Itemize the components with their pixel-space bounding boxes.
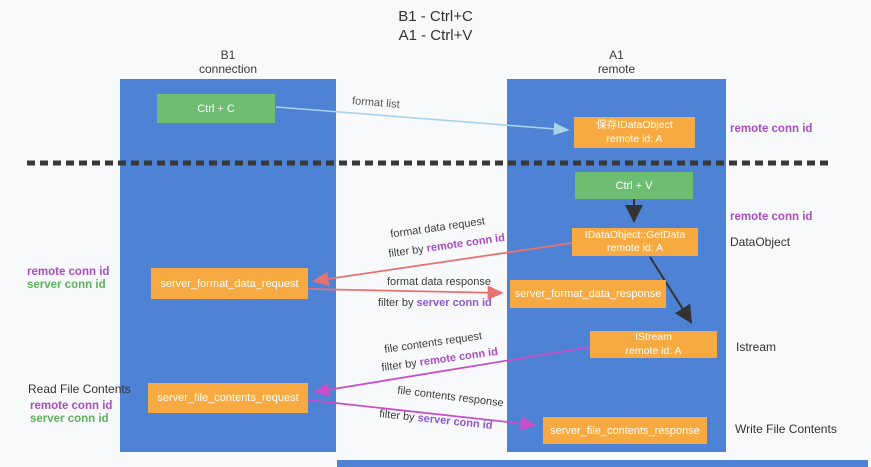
getdata-box: IDataObject::GetData remote id: A [572, 228, 698, 256]
remote-conn-id-left-top: remote conn id [27, 266, 110, 278]
file-contents-response-filter-label: filter by server conn id [379, 408, 493, 432]
left-column-role: connection [198, 62, 258, 76]
right-column-role: remote [597, 62, 636, 76]
left-column-header: B1 connection [120, 48, 336, 76]
ctrl-c-box: Ctrl + C [157, 94, 275, 123]
server-conn-id-left-top: server conn id [27, 279, 106, 291]
filter-by-text: filter by [380, 357, 418, 375]
remote-conn-id-left-bottom: remote conn id [30, 400, 113, 412]
format-data-response-arrow [307, 285, 504, 300]
filter-by-text: filter by [378, 297, 414, 309]
server-conn-id-text: server conn id [417, 412, 494, 432]
server-file-contents-request-box: server_file_contents_request [148, 383, 308, 413]
read-file-contents-label: Read File Contents [28, 382, 131, 396]
ctrl-c-label: Ctrl + C [197, 102, 235, 115]
dataobject-label: DataObject [730, 235, 791, 249]
istream-side-label: Istream [736, 340, 777, 354]
left-column-name: B1 [220, 48, 236, 62]
remote-conn-id-text: remote conn id [425, 231, 506, 255]
write-file-contents-label: Write File Contents [735, 422, 837, 436]
server-conn-id-left-bottom: server conn id [30, 413, 109, 425]
remote-conn-id-right-top: remote conn id [730, 123, 813, 135]
getdata-line1: IDataObject::GetData [584, 228, 686, 241]
diagram-title: B1 - Ctrl+C A1 - Ctrl+V [0, 7, 871, 45]
filter-by-text: filter by [387, 243, 425, 261]
server-format-data-request-box: server_format_data_request [151, 268, 308, 299]
server-format-data-response-label: server_format_data_response [514, 288, 662, 300]
filter-by-text: filter by [378, 408, 416, 424]
save-dataobject-line2: remote id: A [606, 132, 663, 145]
istream-line2: remote id: A [625, 344, 682, 357]
server-format-data-request-label: server_format_data_request [160, 277, 299, 290]
right-column-name: A1 [609, 48, 624, 62]
server-file-contents-request-label: server_file_contents_request [157, 392, 299, 404]
format-data-response-filter-label: filter by server conn id [378, 297, 492, 309]
istream-line1: IStream [635, 331, 672, 344]
save-dataobject-line1: 保存IDataObject [596, 119, 673, 132]
save-dataobject-box: 保存IDataObject remote id: A [574, 117, 695, 148]
remote-conn-id-right-mid: remote conn id [730, 211, 813, 223]
ctrl-v-label: Ctrl + V [615, 179, 653, 192]
getdata-line2: remote id: A [606, 242, 664, 254]
server-file-contents-response-label: server_file_contents_response [550, 424, 700, 437]
file-contents-response-label: file contents response [396, 384, 505, 410]
title-line-1: B1 - Ctrl+C [398, 8, 473, 25]
server-conn-id-text: server conn id [416, 297, 492, 309]
format-list-label: format list [351, 95, 401, 111]
right-column-header: A1 remote [507, 48, 726, 76]
title-line-2: A1 - Ctrl+V [398, 27, 473, 44]
server-format-data-response-box: server_format_data_response [510, 280, 666, 308]
server-file-contents-response-box: server_file_contents_response [543, 417, 707, 444]
format-data-response-label: format data response [387, 276, 491, 288]
istream-box: IStream remote id: A [590, 331, 717, 358]
ctrl-v-box: Ctrl + V [575, 172, 693, 199]
bottom-strip [337, 460, 868, 467]
